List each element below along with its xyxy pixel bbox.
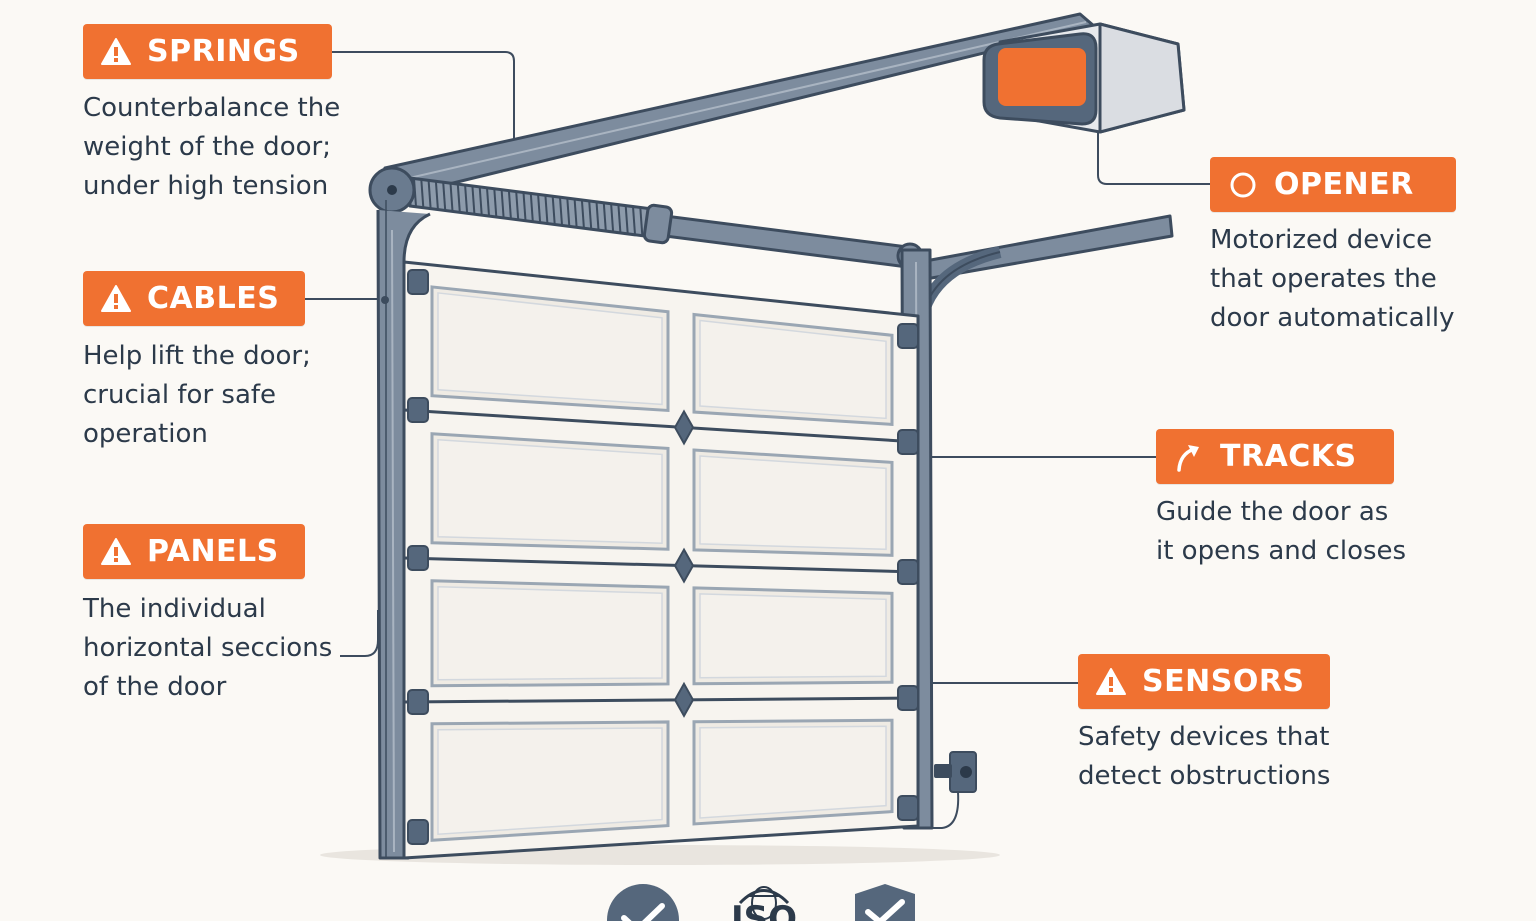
spring-coil (559, 197, 563, 226)
door-slab (402, 260, 920, 860)
roller-bracket-left (407, 269, 429, 295)
warning-icon (99, 282, 133, 316)
door-panel-inset (437, 585, 663, 681)
certification-row: ISO (607, 884, 915, 921)
spring-coil (544, 195, 549, 224)
spring-coil (522, 192, 527, 221)
sensors-badge: SENSORS (1078, 654, 1330, 709)
horizontal-track (914, 214, 1174, 331)
spring-coil (478, 186, 483, 215)
door-panel-inset (437, 727, 663, 836)
roller-bracket-left (407, 545, 429, 571)
roller-bracket-left (407, 397, 429, 423)
torsion-spring (408, 176, 662, 240)
spring-coil (595, 201, 600, 230)
warning-icon (99, 35, 133, 69)
panels-badge: PANELS (83, 524, 305, 579)
tracks-description: Guide the door as it opens and closes (1156, 497, 1407, 566)
roller-bracket-right (897, 323, 919, 349)
spring-coil (537, 194, 542, 223)
center-hinge (673, 547, 695, 584)
section-seam (403, 556, 919, 574)
circle-icon (1226, 168, 1260, 202)
spring-coil (500, 189, 505, 218)
cables-description: Help lift the door; crucial for safe ope… (83, 341, 311, 449)
door-panel-inset (699, 593, 887, 679)
check-circle-icon (607, 884, 679, 921)
spring-coil (515, 191, 520, 220)
roller-bracket-left (407, 819, 429, 845)
spring-coil (580, 199, 585, 229)
torsion-assembly (368, 166, 924, 270)
spring-coil (639, 207, 644, 236)
safety-sensor (932, 751, 977, 829)
opener-light (998, 48, 1086, 106)
panels-title: PANELS (147, 534, 279, 569)
tracks-title: TRACKS (1220, 439, 1357, 474)
roller-bracket-left (407, 689, 429, 715)
door-panel-inset (699, 725, 887, 819)
opener-description: Motorized device that operates the door … (1210, 225, 1455, 333)
spring-coil (624, 205, 629, 234)
door-panel-inset (699, 455, 887, 551)
section-seam (403, 408, 919, 444)
panels-description: The individual horizontal seccions of th… (83, 594, 333, 702)
opener-leader (1097, 130, 1210, 185)
door-panel-inset (699, 319, 887, 420)
opener-title: OPENER (1274, 167, 1414, 202)
spring-coil (529, 193, 534, 222)
center-hinge (673, 409, 695, 446)
door-panel-inset (437, 438, 663, 544)
spring-coil (471, 185, 476, 215)
roller-bracket-right (897, 429, 919, 455)
opener-badge: OPENER (1210, 157, 1456, 212)
warning-icon (1094, 665, 1128, 699)
spring-coil (566, 198, 571, 227)
roller-bracket-right (897, 795, 919, 821)
sensors-title: SENSORS (1142, 664, 1305, 699)
iso-label: ISO (731, 899, 797, 921)
roller-bracket-right (897, 559, 919, 585)
panels-leader (340, 610, 379, 657)
springs-leader (332, 51, 515, 140)
spring-coil (427, 180, 432, 209)
cables-title: CABLES (147, 281, 280, 316)
springs-description: Counterbalance the weight of the door; u… (83, 93, 341, 201)
spring-coil (493, 188, 498, 217)
spring-coil (573, 198, 578, 228)
spring-body (408, 176, 662, 240)
spring-coil (456, 184, 461, 213)
check-shield-icon (855, 884, 915, 921)
spring-coil (602, 202, 607, 231)
center-hinge (673, 681, 695, 718)
tracks-badge: TRACKS (1156, 429, 1394, 484)
spring-coil (486, 187, 490, 216)
spring-coil (507, 190, 512, 219)
roller-bracket-right (897, 685, 919, 711)
spring-coil (617, 204, 622, 233)
sensors-description: Safety devices that detect obstructions (1078, 722, 1331, 791)
spring-coil (551, 196, 556, 225)
cables-badge: CABLES (83, 271, 305, 326)
spring-coil (464, 184, 469, 214)
door-panel-inset (437, 292, 663, 406)
springs-title: SPRINGS (147, 34, 300, 69)
spring-coil (610, 203, 615, 232)
curved-arrow-icon (1172, 440, 1206, 474)
spring-coil (420, 179, 425, 208)
iso-globe-icon: ISO (731, 886, 797, 921)
spring-coil (632, 206, 636, 235)
spring-coil (434, 181, 439, 210)
warning-icon (99, 535, 133, 569)
opener-unit (982, 22, 1186, 134)
section-seam (403, 696, 919, 704)
spring-coil (442, 182, 447, 211)
springs-badge: SPRINGS (83, 24, 332, 79)
spring-coil (449, 183, 454, 212)
spring-coil (588, 200, 593, 230)
